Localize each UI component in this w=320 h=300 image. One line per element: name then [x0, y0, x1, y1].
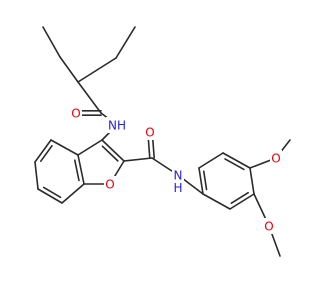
atom-label-background: [263, 218, 275, 234]
bond: [222, 152, 251, 169]
double-bond-line: [42, 186, 62, 199]
atom-symbol: O: [264, 220, 273, 234]
double-bond-line: [224, 158, 245, 171]
molecule-structure-diagram: O NH O O NH O O: [34, 26, 291, 257]
atom-label-nh-right: NH: [172, 167, 184, 195]
bond: [42, 26, 61, 58]
atom-label-o-methoxy-top: O: [270, 150, 282, 166]
atom-label-nh-top: NH: [106, 117, 128, 133]
atom-symbol: O: [71, 107, 80, 121]
double-bond-line: [39, 144, 53, 162]
atom-label-o-amide-right: O: [144, 124, 156, 140]
atom-label-background: [144, 124, 156, 140]
atom-symbol: O: [105, 178, 114, 192]
atom-label-background: [106, 117, 128, 133]
atom-symbol: O: [145, 126, 154, 140]
bond: [198, 167, 204, 195]
bond: [229, 193, 255, 210]
bond: [249, 167, 255, 195]
bond: [77, 57, 117, 83]
bond: [77, 139, 103, 156]
bond: [77, 81, 102, 114]
bond: [115, 26, 136, 59]
atom-label-background: [172, 167, 184, 193]
atom-label-background: [270, 150, 282, 166]
double-bond-line: [101, 145, 119, 162]
atom-label-o-furan: O: [104, 176, 116, 192]
bond: [198, 152, 224, 169]
atom-symbol: N: [174, 169, 183, 183]
bond: [202, 193, 231, 210]
bond: [37, 188, 63, 204]
bond: [123, 157, 153, 162]
bond: [50, 139, 79, 156]
double-bond-line: [73, 159, 80, 182]
atom-label-o-amide-top: O: [70, 105, 82, 121]
atom-symbol: O: [271, 152, 280, 166]
atom-symbol: NH: [108, 119, 126, 133]
atom-label-background: [70, 105, 82, 121]
atom-label-background: [104, 176, 116, 192]
double-bond-line: [202, 170, 208, 191]
bond: [34, 139, 52, 163]
bond: [61, 183, 85, 204]
bond: [101, 139, 125, 162]
bond: [77, 154, 85, 185]
atom-hydrogen: H: [173, 181, 182, 195]
bond: [59, 56, 79, 83]
atom-label-o-methoxy-bottom: O: [263, 218, 275, 234]
double-bond-line: [230, 191, 249, 204]
bond: [34, 161, 39, 190]
